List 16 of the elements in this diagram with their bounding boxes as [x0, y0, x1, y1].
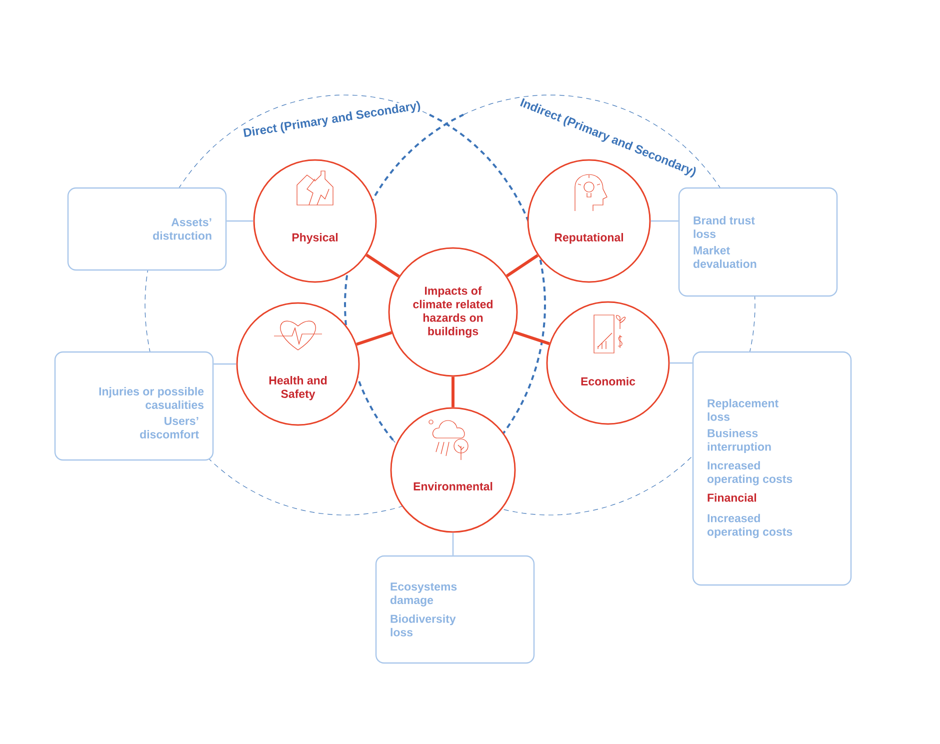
impact-box: Replacement loss Business interruption Increased operating costs Financial Increased operating costs — [692, 351, 852, 586]
impact-box: Brand trust loss Market devaluation — [678, 187, 838, 297]
connector — [366, 254, 400, 278]
connector — [670, 362, 692, 364]
connector — [226, 220, 254, 222]
connector — [452, 532, 454, 556]
arc-label: Direct (Primary and Secondary) — [241, 99, 423, 141]
connector — [214, 363, 236, 365]
impact-box: Injuries or possible casualities Users’ discomfort — [54, 351, 214, 461]
connector — [514, 330, 550, 346]
connector — [452, 376, 454, 408]
impact-box: Assets’ distruction — [67, 187, 227, 271]
connector — [650, 220, 678, 222]
connector — [506, 254, 539, 278]
impact-box: Ecosystems damage Biodiversity loss — [375, 555, 535, 664]
connector — [356, 331, 392, 346]
